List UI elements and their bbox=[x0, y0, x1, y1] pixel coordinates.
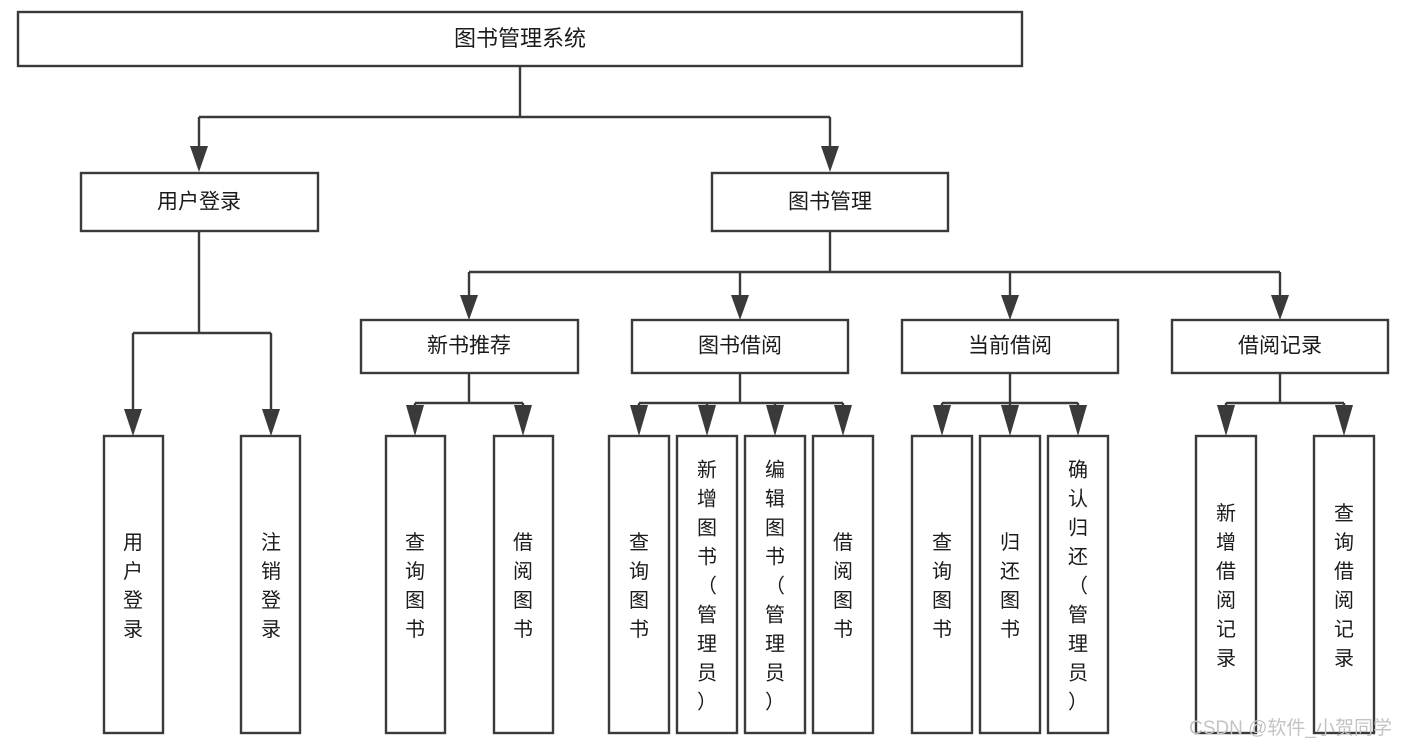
arrow-head-new-book-recommend bbox=[460, 295, 478, 320]
leaf-borrow-book-2-box[interactable] bbox=[811, 434, 875, 735]
node-user-login-label: 用户登录 bbox=[157, 191, 241, 214]
leaf-confirm-return-box[interactable] bbox=[1046, 434, 1110, 735]
arrow-head-leaf-borrow-book-1 bbox=[514, 405, 532, 436]
connector-group-borrow-record bbox=[1217, 373, 1353, 436]
node-new-book-recommend[interactable]: 新书推荐 bbox=[359, 318, 580, 375]
leaf-borrow-book-2-label: 借阅图书 bbox=[833, 531, 853, 641]
leaf-query-book-2[interactable]: 查询图书 bbox=[607, 434, 671, 735]
leaf-add-record-box[interactable] bbox=[1194, 434, 1258, 735]
arrow-head-leaf-user-login bbox=[124, 409, 142, 436]
arrow-head-leaf-add-record bbox=[1217, 405, 1235, 436]
connector-group-book-borrow bbox=[630, 373, 852, 436]
leaf-add-book[interactable]: 新增图书（管理员） bbox=[675, 434, 739, 735]
arrow-head-leaf-add-book bbox=[698, 405, 716, 436]
node-current-borrow[interactable]: 当前借阅 bbox=[900, 318, 1120, 375]
leaf-return-book[interactable]: 归还图书 bbox=[978, 434, 1042, 735]
leaf-borrow-book-2[interactable]: 借阅图书 bbox=[811, 434, 875, 735]
leaf-query-book-3-box[interactable] bbox=[910, 434, 974, 735]
node-borrow-record[interactable]: 借阅记录 bbox=[1170, 318, 1390, 375]
leaf-query-book-3[interactable]: 查询图书 bbox=[910, 434, 974, 735]
arrow-head-leaf-confirm-return bbox=[1069, 405, 1087, 436]
node-user-login-box[interactable] bbox=[79, 171, 320, 233]
node-borrow-record-box[interactable] bbox=[1170, 318, 1390, 375]
leaf-edit-book[interactable]: 编辑图书（管理员） bbox=[743, 434, 807, 735]
node-root[interactable]: 图书管理系统 bbox=[16, 10, 1024, 68]
leaf-return-book-label: 归还图书 bbox=[1000, 531, 1020, 641]
node-book-management-label: 图书管理 bbox=[788, 191, 872, 214]
leaf-edit-book-label: 编辑图书（管理员） bbox=[765, 459, 785, 714]
leaf-query-record[interactable]: 查询借阅记录 bbox=[1312, 434, 1376, 735]
leaf-add-record-label: 新增借阅记录 bbox=[1216, 502, 1236, 670]
arrow-head-leaf-query-record bbox=[1335, 405, 1353, 436]
node-root-label: 图书管理系统 bbox=[454, 26, 586, 51]
leaf-confirm-return[interactable]: 确认归还（管理员） bbox=[1046, 434, 1110, 735]
csdn-watermark: CSDN @软件_小贺同学 bbox=[1189, 717, 1392, 739]
arrow-head-book-borrow bbox=[731, 295, 749, 320]
connector-group-current-borrow bbox=[933, 373, 1087, 436]
node-current-borrow-label: 当前借阅 bbox=[968, 335, 1052, 358]
connector-group-root bbox=[190, 66, 839, 172]
node-new-book-recommend-box[interactable] bbox=[359, 318, 580, 375]
arrow-head-leaf-query-book-1 bbox=[406, 405, 424, 436]
leaf-query-book-2-box[interactable] bbox=[607, 434, 671, 735]
arrow-head-leaf-user-logout bbox=[262, 409, 280, 436]
node-new-book-recommend-label: 新书推荐 bbox=[427, 335, 511, 358]
node-root-box[interactable] bbox=[16, 10, 1024, 68]
arrow-head-book-management bbox=[821, 146, 839, 172]
leaf-user-logout-label: 注销登录 bbox=[261, 531, 281, 641]
leaf-user-logout[interactable]: 注销登录 bbox=[239, 434, 302, 735]
leaf-query-book-2-label: 查询图书 bbox=[629, 531, 649, 641]
arrow-head-leaf-edit-book bbox=[766, 405, 784, 436]
node-book-borrow-box[interactable] bbox=[630, 318, 850, 375]
arrow-head-leaf-query-book-2 bbox=[630, 405, 648, 436]
leaf-add-record[interactable]: 新增借阅记录 bbox=[1194, 434, 1258, 735]
leaf-add-book-box[interactable] bbox=[675, 434, 739, 735]
leaf-user-login-label: 用户登录 bbox=[123, 532, 143, 641]
leaf-query-record-box[interactable] bbox=[1312, 434, 1376, 735]
leaf-user-login-box[interactable] bbox=[102, 434, 165, 735]
connector-group-book-management bbox=[460, 231, 1289, 320]
leaf-query-book-1-label: 查询图书 bbox=[405, 531, 425, 641]
arrow-head-user-login bbox=[190, 146, 208, 172]
node-borrow-record-label: 借阅记录 bbox=[1238, 335, 1322, 358]
leaf-return-book-box[interactable] bbox=[978, 434, 1042, 735]
arrow-head-current-borrow bbox=[1001, 295, 1019, 320]
node-current-borrow-box[interactable] bbox=[900, 318, 1120, 375]
node-book-management-box[interactable] bbox=[710, 171, 950, 233]
connector-group-user-login bbox=[124, 231, 280, 436]
leaf-user-logout-box[interactable] bbox=[239, 434, 302, 735]
arrow-head-leaf-return-book bbox=[1001, 405, 1019, 436]
leaf-borrow-book-1-box[interactable] bbox=[492, 434, 555, 735]
arrow-head-borrow-record bbox=[1271, 295, 1289, 320]
node-book-management[interactable]: 图书管理 bbox=[710, 171, 950, 233]
connector-group-new-book-recommend bbox=[406, 373, 532, 436]
leaf-user-login[interactable]: 用户登录 bbox=[102, 434, 165, 735]
leaf-borrow-book-1[interactable]: 借阅图书 bbox=[492, 434, 555, 735]
leaf-edit-book-box[interactable] bbox=[743, 434, 807, 735]
arrow-head-leaf-query-book-3 bbox=[933, 405, 951, 436]
leaf-confirm-return-label: 确认归还（管理员） bbox=[1068, 459, 1088, 714]
node-book-borrow[interactable]: 图书借阅 bbox=[630, 318, 850, 375]
leaf-query-book-1[interactable]: 查询图书 bbox=[384, 434, 447, 735]
leaf-query-book-3-label: 查询图书 bbox=[932, 531, 952, 641]
node-book-borrow-label: 图书借阅 bbox=[698, 335, 782, 358]
leaf-add-book-label: 新增图书（管理员） bbox=[697, 459, 717, 714]
leaf-query-book-1-box[interactable] bbox=[384, 434, 447, 735]
arrow-head-leaf-borrow-book-2 bbox=[834, 405, 852, 436]
node-user-login[interactable]: 用户登录 bbox=[79, 171, 320, 233]
leaf-borrow-book-1-label: 借阅图书 bbox=[513, 531, 533, 641]
leaf-query-record-label: 查询借阅记录 bbox=[1334, 502, 1354, 670]
